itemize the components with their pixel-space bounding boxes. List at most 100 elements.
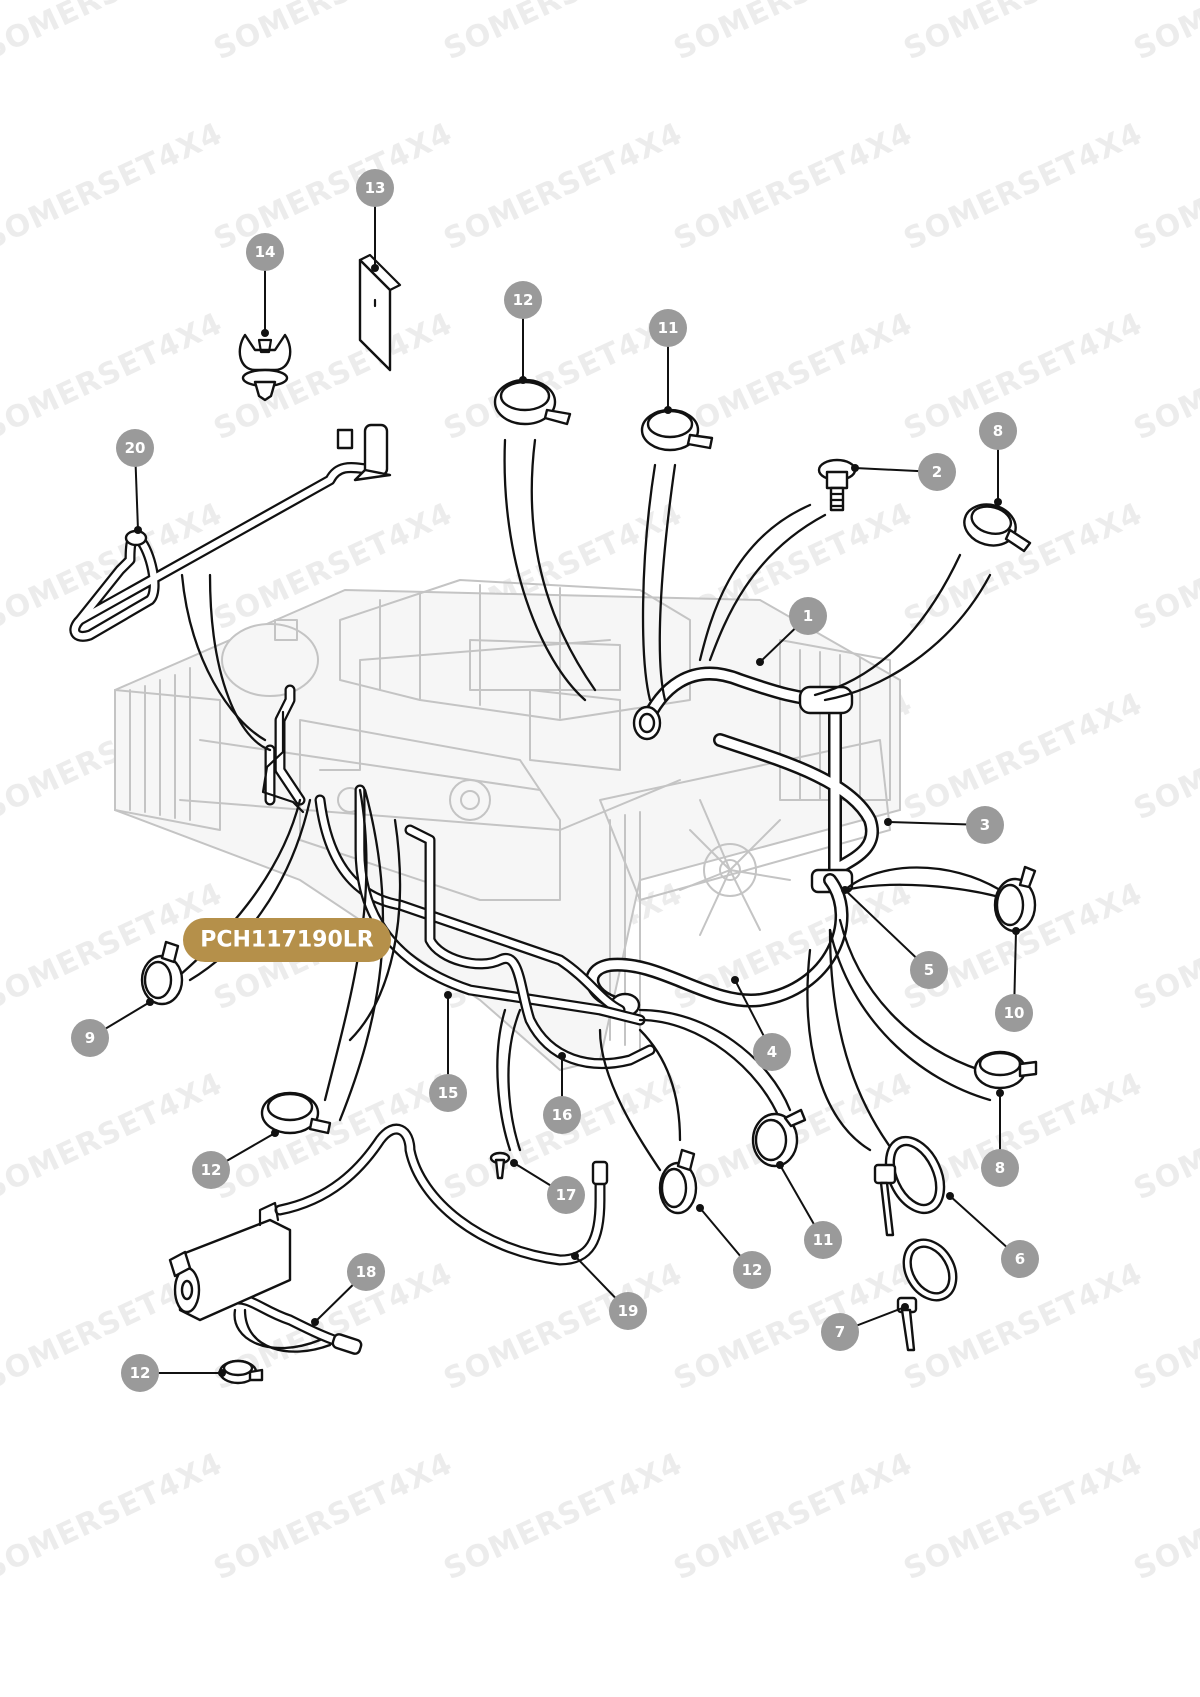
callout-anchor-dot: [1012, 927, 1020, 935]
clip-12-left: [260, 1091, 332, 1135]
callout-badge-12: 12: [192, 1151, 230, 1189]
bracket-13: [358, 253, 402, 372]
callout-badge-7: 7: [821, 1313, 859, 1351]
watermark-text: SOMERSET4X4: [439, 116, 689, 257]
watermark-text: SOMERSET4X4: [439, 1446, 689, 1587]
callout-anchor-dot: [756, 658, 764, 666]
clip-12-top: [493, 378, 572, 426]
callout-badge-9: 9: [71, 1019, 109, 1057]
callout-badge-20: 20: [116, 429, 154, 467]
callout-number: 3: [980, 816, 990, 834]
callout-circle: [733, 1251, 771, 1289]
callout-number: 9: [85, 1029, 95, 1047]
cable-ties: [873, 1135, 958, 1352]
watermark-text: SOMERSET4X4: [0, 1066, 228, 1207]
watermark-text: SOMERSET4X4: [209, 1446, 459, 1587]
oil-cooler: [168, 1201, 292, 1322]
callout-anchor-dot: [571, 1252, 579, 1260]
callout-badge-2: 2: [918, 453, 956, 491]
watermark-text: SOMERSET4X4: [899, 116, 1149, 257]
callout-badge-12: 12: [121, 1354, 159, 1392]
callout-circle: [116, 429, 154, 467]
callout-badge-13: 13: [356, 169, 394, 207]
callout-badge-16: 16: [543, 1096, 581, 1134]
callout-circle: [1001, 1240, 1039, 1278]
watermark-text: SOMERSET4X4: [669, 306, 919, 447]
watermark-text: SOMERSET4X4: [669, 1446, 919, 1587]
callout-circle: [609, 1292, 647, 1330]
hose-16: [404, 824, 656, 1070]
watermark-text: SOMERSET4X4: [669, 1256, 919, 1397]
watermark-text: SOMERSET4X4: [899, 306, 1149, 447]
callout-number: 14: [255, 243, 276, 261]
callout-badge-8: 8: [979, 412, 1017, 450]
callout-badge-15: 15: [429, 1074, 467, 1112]
callout-number: 10: [1004, 1004, 1025, 1022]
watermark-text: SOMERSET4X4: [439, 1256, 689, 1397]
callout-anchor-dot: [996, 1089, 1004, 1097]
callout-number: 12: [201, 1161, 222, 1179]
callout-badge-19: 19: [609, 1292, 647, 1330]
expansion-tank: [261, 710, 305, 814]
watermark-text: SOMERSET4X4: [0, 116, 228, 257]
callout-number: 11: [658, 319, 679, 337]
callout-leader: [844, 889, 930, 971]
callout-number: 15: [438, 1084, 459, 1102]
hose-upper-bypass: [274, 684, 306, 806]
callout-badge-5: 5: [910, 951, 948, 989]
callout-anchor-dot: [261, 329, 269, 337]
callout-badge-12: 12: [733, 1251, 771, 1289]
callout-circle: [966, 806, 1004, 844]
callout-circle: [429, 1074, 467, 1112]
callout-badge-3: 3: [966, 806, 1004, 844]
callout-circle: [246, 233, 284, 271]
plug-2: [817, 458, 857, 512]
callout-anchor-dot: [841, 886, 849, 894]
callout-anchor-dot: [311, 1318, 319, 1326]
callout-anchor-dot: [776, 1161, 784, 1169]
callout-number: 7: [835, 1323, 845, 1341]
callout-anchor-dot: [901, 1303, 909, 1311]
callout-number: 20: [125, 439, 146, 457]
cable-tie-7: [896, 1238, 958, 1352]
callout-number: 18: [356, 1263, 377, 1281]
hose-20: [69, 423, 392, 642]
callout-circle: [910, 951, 948, 989]
callout-circle: [649, 309, 687, 347]
callout-anchor-dot: [271, 1129, 279, 1137]
clip-11-top: [640, 408, 714, 452]
callout-circle: [543, 1096, 581, 1134]
callout-anchor-dot: [664, 406, 672, 414]
callout-circle: [504, 281, 542, 319]
callout-number: 12: [130, 1364, 151, 1382]
hose-19: [274, 1123, 609, 1266]
callout-anchor-dot: [444, 991, 452, 999]
watermark-text: SOMERSET4X4: [899, 1446, 1149, 1587]
callout-number: 13: [365, 179, 386, 197]
small-parts: [238, 253, 857, 1180]
callout-anchor-dot: [994, 498, 1002, 506]
watermark-text: SOMERSET4X4: [669, 116, 919, 257]
screw-17: [489, 1151, 511, 1180]
callout-badge-8: 8: [981, 1149, 1019, 1187]
callout-circle: [821, 1313, 859, 1351]
callout-circle: [753, 1033, 791, 1071]
callout-anchor-dot: [519, 376, 527, 384]
callout-badge-14: 14: [246, 233, 284, 271]
callout-anchor-dot: [851, 464, 859, 472]
callout-badge-4: 4: [753, 1033, 791, 1071]
callout-badge-18: 18: [347, 1253, 385, 1291]
callout-number: 6: [1015, 1250, 1025, 1268]
callout-anchor-dot: [884, 818, 892, 826]
callout-number: 2: [932, 463, 942, 481]
callout-number: 11: [813, 1231, 834, 1249]
clip-14: [238, 333, 292, 402]
callout-number: 19: [618, 1302, 639, 1320]
callout-number: 8: [995, 1159, 1005, 1177]
callout-number: 17: [556, 1186, 577, 1204]
callout-number: 5: [924, 961, 934, 979]
callout-circle: [71, 1019, 109, 1057]
watermark-text: SOMERSET4X4: [669, 0, 919, 67]
